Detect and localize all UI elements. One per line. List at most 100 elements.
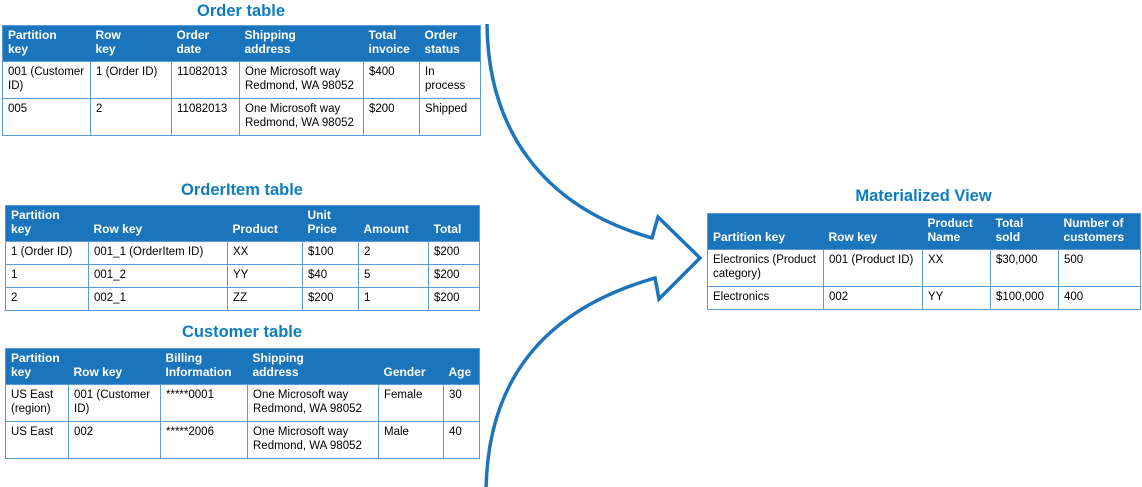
table-cell: $100: [302, 240, 359, 265]
table-cell: In process: [419, 60, 481, 99]
table-cell: 30: [443, 383, 480, 422]
table-cell: 11082013: [171, 60, 240, 99]
column-header: Order date: [171, 25, 240, 62]
merge-arrow-path: [484, 23, 703, 487]
column-header: Gender: [378, 348, 444, 385]
column-header: Total invoice: [363, 25, 420, 62]
column-header: Partition key: [2, 25, 91, 62]
table-cell: $200: [428, 263, 480, 288]
column-header: Partition key: [5, 205, 89, 242]
table-cell: 1: [5, 263, 89, 288]
table-cell: 001 (Customer ID): [68, 383, 161, 422]
table-cell: 001 (Product ID): [823, 248, 923, 287]
table-cell: 1 (Order ID): [5, 240, 89, 265]
orderitem-table-title: OrderItem table: [181, 181, 303, 199]
table-cell: 001_1 (OrderItem ID): [88, 240, 228, 265]
table-cell: Shipped: [419, 97, 481, 136]
column-header: Row key: [88, 205, 228, 242]
table-cell: 001 (Customer ID): [2, 60, 91, 99]
table-cell: 2: [358, 240, 429, 265]
column-header: Order status: [419, 25, 481, 62]
table-cell: 11082013: [171, 97, 240, 136]
table-cell: 2: [5, 286, 89, 311]
column-header: Total: [428, 205, 480, 242]
table-cell: $40: [302, 263, 359, 288]
table-cell: Female: [378, 383, 444, 422]
table-cell: 005: [2, 97, 91, 136]
table-cell: Male: [378, 420, 444, 459]
table-cell: 2: [90, 97, 172, 136]
column-header: Amount: [358, 205, 429, 242]
column-header: Partition key: [5, 348, 69, 385]
column-header: Shipping address: [247, 348, 379, 385]
table-cell: *****2006: [160, 420, 248, 459]
column-header: Partition key: [707, 213, 824, 250]
table-cell: One Microsoft way Redmond, WA 98052: [239, 60, 364, 99]
table-cell: 500: [1058, 248, 1141, 287]
column-header: Number of customers: [1058, 213, 1141, 250]
table-row: US East (region)001 (Customer ID)*****00…: [5, 383, 480, 422]
column-header: Age: [443, 348, 480, 385]
table-cell: $400: [363, 60, 420, 99]
table-cell: $100,000: [990, 285, 1059, 310]
materialized-view-title: Materialized View: [855, 187, 992, 205]
column-header: Row key: [68, 348, 161, 385]
table-cell: *****0001: [160, 383, 248, 422]
table-cell: $200: [428, 286, 480, 311]
table-cell: $200: [363, 97, 420, 136]
table-cell: 002_1: [88, 286, 228, 311]
table-cell: XX: [922, 248, 991, 287]
column-header: Product: [227, 205, 303, 242]
table-cell: 002: [68, 420, 161, 459]
customer-table-title: Customer table: [181, 323, 303, 341]
table-cell: 40: [443, 420, 480, 459]
table-cell: One Microsoft way Redmond, WA 98052: [247, 420, 379, 459]
table-cell: 002: [823, 285, 923, 310]
table-cell: US East (region): [5, 383, 69, 422]
table-cell: YY: [227, 263, 303, 288]
table-cell: $200: [302, 286, 359, 311]
table-cell: 001_2: [88, 263, 228, 288]
column-header: Row key: [90, 25, 172, 62]
table-cell: US East: [5, 420, 69, 459]
table-cell: Electronics (Product category): [707, 248, 824, 287]
table-cell: YY: [922, 285, 991, 310]
table-cell: Electronics: [707, 285, 824, 310]
column-header: Row key: [823, 213, 923, 250]
column-header: Total sold: [990, 213, 1059, 250]
order-table-title: Order table: [196, 2, 286, 20]
column-header: Shipping address: [239, 25, 364, 62]
column-header: Unit Price: [302, 205, 359, 242]
table-cell: One Microsoft way Redmond, WA 98052: [239, 97, 364, 136]
column-header: Product Name: [922, 213, 991, 250]
table-cell: $200: [428, 240, 480, 265]
table-cell: $30,000: [990, 248, 1059, 287]
table-cell: ZZ: [227, 286, 303, 311]
column-header: Billing Information: [160, 348, 248, 385]
table-cell: XX: [227, 240, 303, 265]
table-cell: One Microsoft way Redmond, WA 98052: [247, 383, 379, 422]
table-cell: 5: [358, 263, 429, 288]
table-row: Electronics (Product category)001 (Produ…: [707, 248, 1141, 287]
table-cell: 1 (Order ID): [90, 60, 172, 99]
